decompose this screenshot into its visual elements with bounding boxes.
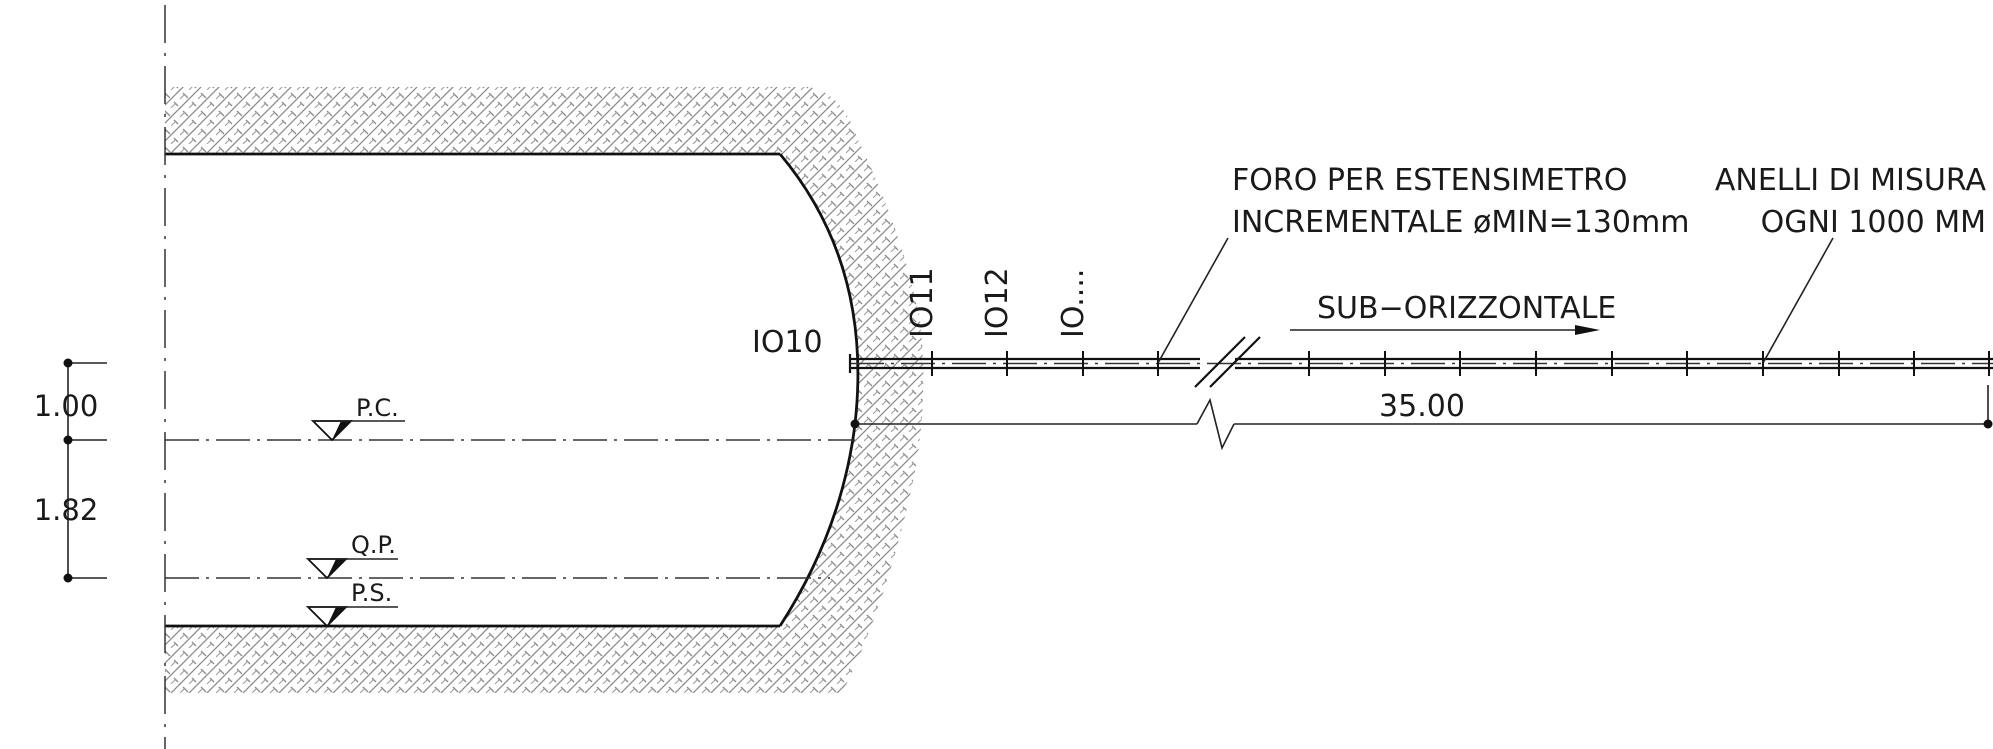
ring-note-line2: OGNI 1000 MM — [1761, 205, 1986, 240]
hole-note-line2: INCREMENTALE øMIN=130mm — [1232, 205, 1689, 240]
tunnel-interior — [165, 154, 858, 626]
dimension-dot-icon — [63, 573, 73, 583]
dimension-dot-icon — [63, 358, 73, 368]
arrow-right-icon — [1575, 325, 1600, 335]
level-label-ps: P.S. — [351, 579, 392, 607]
dimension-break-icon — [1196, 397, 1235, 451]
break-mark-icon — [1209, 336, 1261, 388]
horizontal-length-dimension: 35.00 — [850, 385, 1993, 451]
vertical-dimension-chain: 1.00 1.82 — [34, 358, 107, 583]
level-triangle-fill-icon — [332, 421, 351, 440]
point-label-io12: IO12 — [980, 267, 1015, 338]
dimension-dot-icon — [63, 435, 73, 445]
dimension-dot-icon — [850, 419, 860, 429]
tunnel-outline — [165, 152, 860, 628]
ring-note-leader — [1762, 237, 1834, 364]
hole-note-leader — [1157, 237, 1229, 364]
level-marker-pc: P.C. — [310, 394, 405, 442]
direction-label: SUB−ORIZZONTALE — [1317, 291, 1616, 326]
level-triangle-fill-icon — [327, 607, 346, 626]
point-label-io11: IO11 — [905, 267, 940, 338]
level-marker-qp: Q.P. — [305, 531, 398, 580]
excavation-face-arc — [778, 153, 860, 627]
level-label-pc: P.C. — [356, 394, 399, 422]
extensometer-borehole — [848, 336, 1993, 388]
dimension-lower-label: 1.82 — [34, 493, 99, 527]
direction-indicator: SUB−ORIZZONTALE — [1290, 291, 1616, 335]
hole-note-line1: FORO PER ESTENSIMETRO — [1232, 163, 1628, 198]
dimension-dot-icon — [1983, 419, 1993, 429]
dimension-upper-label: 1.00 — [34, 389, 99, 423]
measuring-ring-ticks — [931, 351, 1990, 376]
level-label-qp: Q.P. — [351, 531, 396, 559]
level-marker-ps: P.S. — [305, 579, 398, 628]
point-label-io10: IO10 — [752, 325, 823, 360]
length-dimension-label: 35.00 — [1379, 389, 1465, 424]
soil-mass — [165, 87, 924, 693]
level-triangle-fill-icon — [327, 559, 346, 578]
break-mark-icon — [1194, 336, 1246, 388]
ring-note-line1: ANELLI DI MISURA — [1715, 163, 1987, 198]
point-label-io-more: IO.... — [1056, 269, 1091, 338]
